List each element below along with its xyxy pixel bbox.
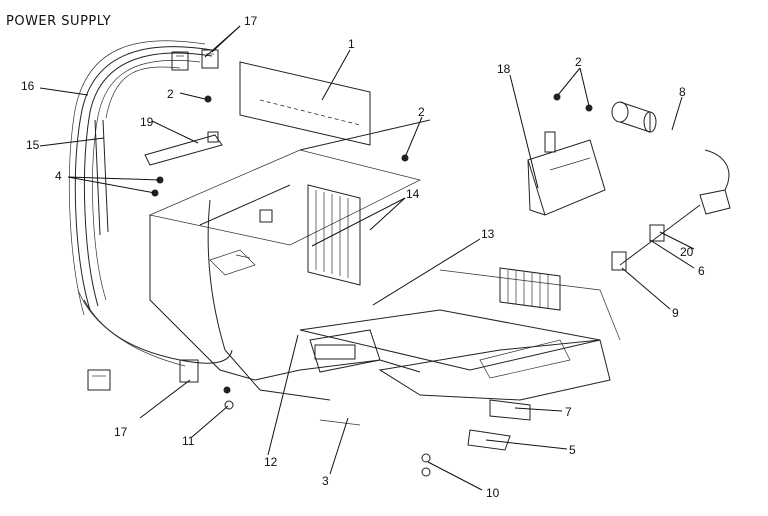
callout-11: 11 <box>182 434 195 448</box>
power-supply-chassis <box>148 61 431 401</box>
callout-6: 6 <box>698 264 705 278</box>
power-cord <box>611 149 731 271</box>
callout-13: 13 <box>481 227 495 241</box>
callout-4: 4 <box>55 169 62 183</box>
callout-14: 14 <box>406 187 420 201</box>
callout-19: 19 <box>140 115 154 129</box>
diagram-title: POWER SUPPLY <box>6 14 111 29</box>
callout-5: 5 <box>569 443 576 457</box>
connector-top-a <box>171 49 219 71</box>
callout-2b: 2 <box>418 105 425 119</box>
callout-20: 20 <box>680 245 694 259</box>
heatsink-right <box>499 267 561 311</box>
callout-10: 10 <box>486 486 500 500</box>
callout-2a: 2 <box>167 87 174 101</box>
fasteners <box>151 93 593 477</box>
heatsink-left <box>307 184 361 286</box>
callout-17a: 17 <box>244 14 258 28</box>
cable-harness <box>68 40 233 367</box>
connector-bottom <box>87 359 199 391</box>
callout-3: 3 <box>322 474 329 488</box>
callout-16: 16 <box>21 79 35 93</box>
leader-lines <box>39 25 695 491</box>
callout-2c: 2 <box>575 55 582 69</box>
fuse-holder <box>611 101 657 133</box>
cable-clamp <box>144 131 223 166</box>
callout-7: 7 <box>565 405 572 419</box>
callout-1: 1 <box>348 37 355 51</box>
callout-9: 9 <box>672 306 679 320</box>
callout-15: 15 <box>26 138 40 152</box>
callout-17b: 17 <box>114 425 128 439</box>
callout-8: 8 <box>679 85 686 99</box>
misc-components <box>235 209 531 451</box>
callout-18: 18 <box>497 62 511 76</box>
callouts: 17 1 2 2 2 8 18 16 15 19 4 14 13 20 6 9 … <box>21 14 705 500</box>
pcb-board <box>299 269 621 401</box>
callout-12: 12 <box>264 455 278 469</box>
transformer <box>527 131 606 216</box>
